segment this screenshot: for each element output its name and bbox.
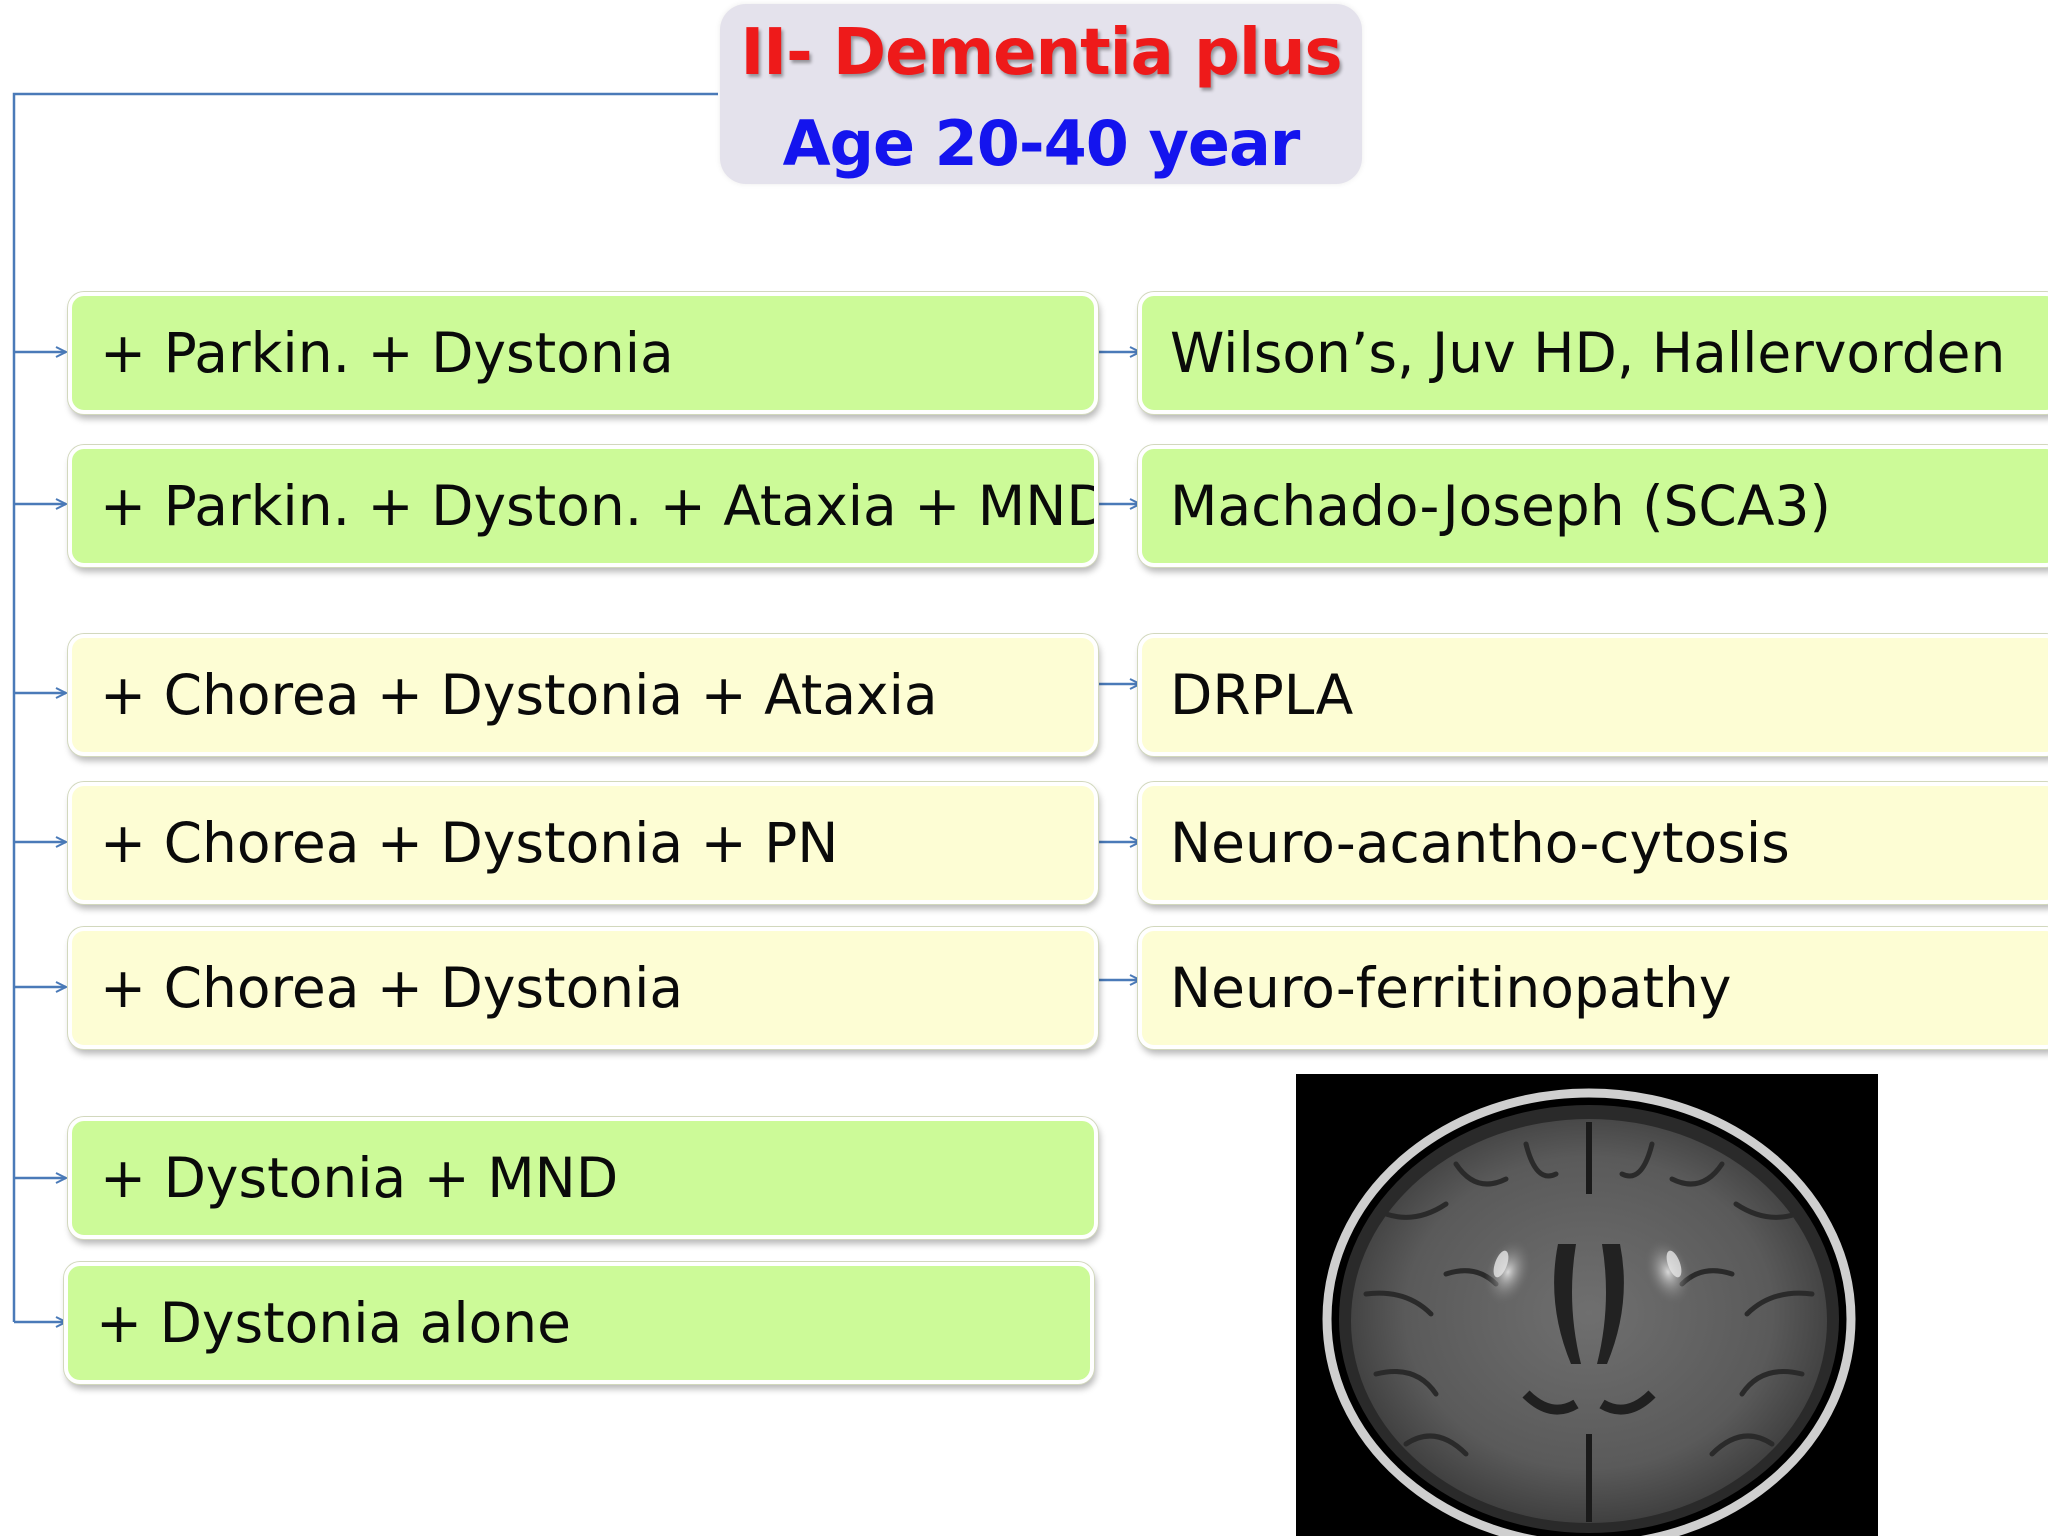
diagnosis-label: Neuro-acantho-cytosis	[1170, 810, 1790, 875]
feature-label: + Chorea + Dystonia + Ataxia	[100, 662, 938, 727]
brain-mri-image	[1296, 1074, 1878, 1536]
diagnosis-label: Neuro-ferritinopathy	[1170, 955, 1732, 1020]
diagnosis-box-neuro-acanthocytosis[interactable]: Neuro-acantho-cytosis	[1138, 782, 2048, 904]
diagnosis-box-machado-joseph[interactable]: Machado-Joseph (SCA3)	[1138, 445, 2048, 567]
feature-label: + Parkin. + Dyston. + Ataxia + MND	[100, 473, 1098, 538]
feature-label: + Dystonia + MND	[100, 1145, 619, 1210]
diagnosis-box-neuro-ferritinopathy[interactable]: Neuro-ferritinopathy	[1138, 927, 2048, 1049]
feature-box-chorea-dystonia-pn[interactable]: + Chorea + Dystonia + PN	[68, 782, 1098, 904]
title-age-range: Age 20-40 year	[782, 107, 1301, 180]
brain-mri-icon	[1322, 1088, 1856, 1536]
title-dementia-plus: II- Dementia plus	[740, 16, 1342, 90]
feature-box-dystonia-alone[interactable]: + Dystonia alone	[64, 1262, 1094, 1384]
feature-box-parkin-dystonia[interactable]: + Parkin. + Dystonia	[68, 292, 1098, 414]
feature-box-chorea-dystonia[interactable]: + Chorea + Dystonia	[68, 927, 1098, 1049]
diagnosis-box-wilsons[interactable]: Wilson’s, Juv HD, Hallervorden	[1138, 292, 2048, 414]
title-box: II- Dementia plus Age 20-40 year	[720, 4, 1362, 184]
feature-box-dystonia-mnd[interactable]: + Dystonia + MND	[68, 1117, 1098, 1239]
feature-box-chorea-dystonia-ataxia[interactable]: + Chorea + Dystonia + Ataxia	[68, 634, 1098, 756]
diagnosis-label: DRPLA	[1170, 662, 1354, 727]
diagnosis-label: Machado-Joseph (SCA3)	[1170, 473, 1831, 538]
feature-label: + Parkin. + Dystonia	[100, 320, 674, 385]
feature-label: + Chorea + Dystonia + PN	[100, 810, 839, 875]
diagnosis-box-drpla[interactable]: DRPLA	[1138, 634, 2048, 756]
feature-label: + Chorea + Dystonia	[100, 955, 684, 1020]
feature-label: + Dystonia alone	[96, 1290, 571, 1355]
feature-box-parkin-dyston-ataxia-mnd[interactable]: + Parkin. + Dyston. + Ataxia + MND	[68, 445, 1098, 567]
diagnosis-label: Wilson’s, Juv HD, Hallervorden	[1170, 320, 2006, 385]
